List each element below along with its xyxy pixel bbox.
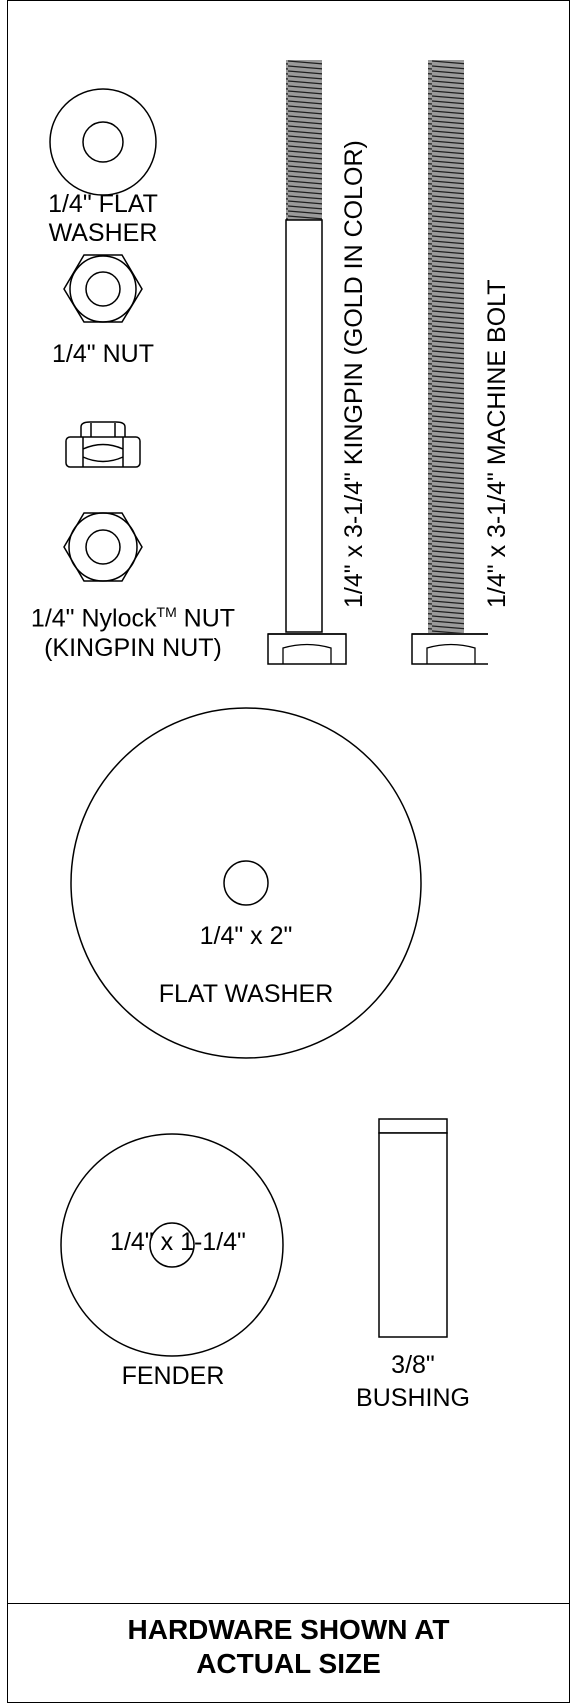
nylock-label-prefix: 1/4" Nylock (30, 604, 157, 633)
footer-divider (7, 1603, 570, 1604)
nylock-nut-top (63, 512, 143, 582)
large-flat-washer (70, 707, 422, 1059)
bushing-size-label: 3/8" (391, 1351, 435, 1379)
nut-label: 1/4" NUT (52, 340, 154, 368)
hex-nut (63, 254, 143, 323)
footer-title-line1: HARDWARE SHOWN AT (127, 1614, 450, 1645)
kingpin-nut-label: (KINGPIN NUT) (44, 634, 222, 662)
small-washer-label-line2: WASHER (48, 219, 158, 247)
kingpin-bolt (267, 60, 347, 665)
footer-title-line2: ACTUAL SIZE (196, 1648, 381, 1679)
small-flat-washer (49, 88, 157, 196)
bushing-name-label: BUSHING (356, 1384, 470, 1412)
large-washer-size-label: 1/4" x 2" (199, 922, 293, 950)
small-washer-label-line1: 1/4" FLAT (48, 190, 158, 218)
bushing (378, 1118, 448, 1338)
fender-washer (60, 1133, 284, 1357)
kingpin-label: 1/4" x 3-1/4" KINGPIN (GOLD IN COLOR) (340, 140, 368, 608)
machine-bolt-label: 1/4" x 3-1/4" MACHINE BOLT (483, 279, 511, 609)
large-washer-name-label: FLAT WASHER (158, 980, 334, 1008)
nylock-label: 1/4" NylockTM NUT (8, 598, 258, 633)
nylock-label-suffix: NUT (176, 604, 236, 633)
machine-bolt (411, 60, 494, 668)
footer-title: HARDWARE SHOWN AT ACTUAL SIZE (7, 1613, 570, 1681)
nylock-trademark: TM (156, 604, 177, 620)
nylock-nut-side (65, 421, 141, 468)
fender-name-label: FENDER (121, 1362, 225, 1390)
fender-size-label: 1/4" x 1-1/4" (110, 1228, 246, 1256)
